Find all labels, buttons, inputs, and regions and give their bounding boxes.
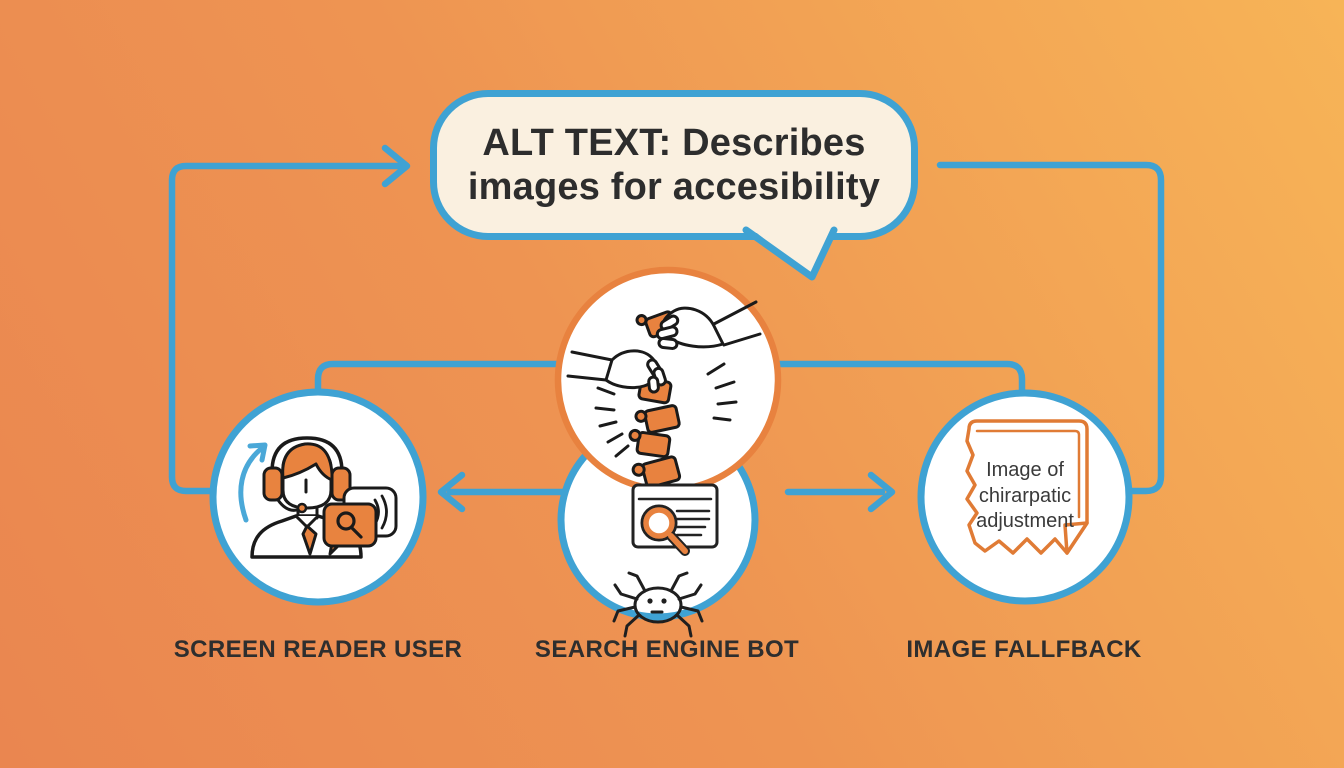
alt-text-line3: adjustment	[976, 510, 1074, 533]
alt-text-line2: chirarpatic	[978, 484, 1072, 507]
broken-image-alt-text: Image of chirarpatic adjustment	[953, 458, 1097, 535]
impact-lines-left	[594, 386, 630, 458]
speech-bubble-tail	[742, 226, 838, 281]
label-search-engine-bot: SEARCH ENGINE BOT	[534, 636, 800, 663]
connector-left-circle-to-center	[314, 360, 564, 394]
chiropractic-adjustment-hands-spine-icon	[566, 300, 762, 489]
arrowhead-to-bubble-left-icon	[381, 144, 411, 188]
arrowhead-left-icon	[437, 471, 466, 513]
impact-lines-right	[706, 362, 738, 422]
support-person-headset-icon	[238, 436, 398, 559]
search-results-magnifier-icon	[631, 483, 719, 556]
alt-text-line1: Image of	[986, 459, 1064, 481]
label-screen-reader-user: SCREEN READER USER	[173, 636, 463, 663]
crawler-spider-bot-icon	[612, 571, 704, 638]
alt-text-speech-bubble: ALT TEXT: Describes images for accesibil…	[430, 90, 918, 240]
connector-center-to-right-circle	[772, 360, 1026, 398]
label-image-fallback: IMAGE FALLFBACK	[906, 636, 1142, 663]
broken-image-torn-photo-icon	[965, 419, 1089, 555]
bubble-text-line1: ALT TEXT: Describes	[482, 121, 866, 164]
curved-refresh-arrow-icon	[238, 442, 268, 523]
arrowhead-right-icon	[867, 471, 896, 513]
connector-bubble-to-right-loop	[936, 161, 1165, 495]
magnifier-glyph-icon	[336, 511, 363, 539]
connector-left-loop-to-bubble	[168, 162, 408, 495]
bubble-text-line2: images for accesibility	[467, 166, 881, 208]
